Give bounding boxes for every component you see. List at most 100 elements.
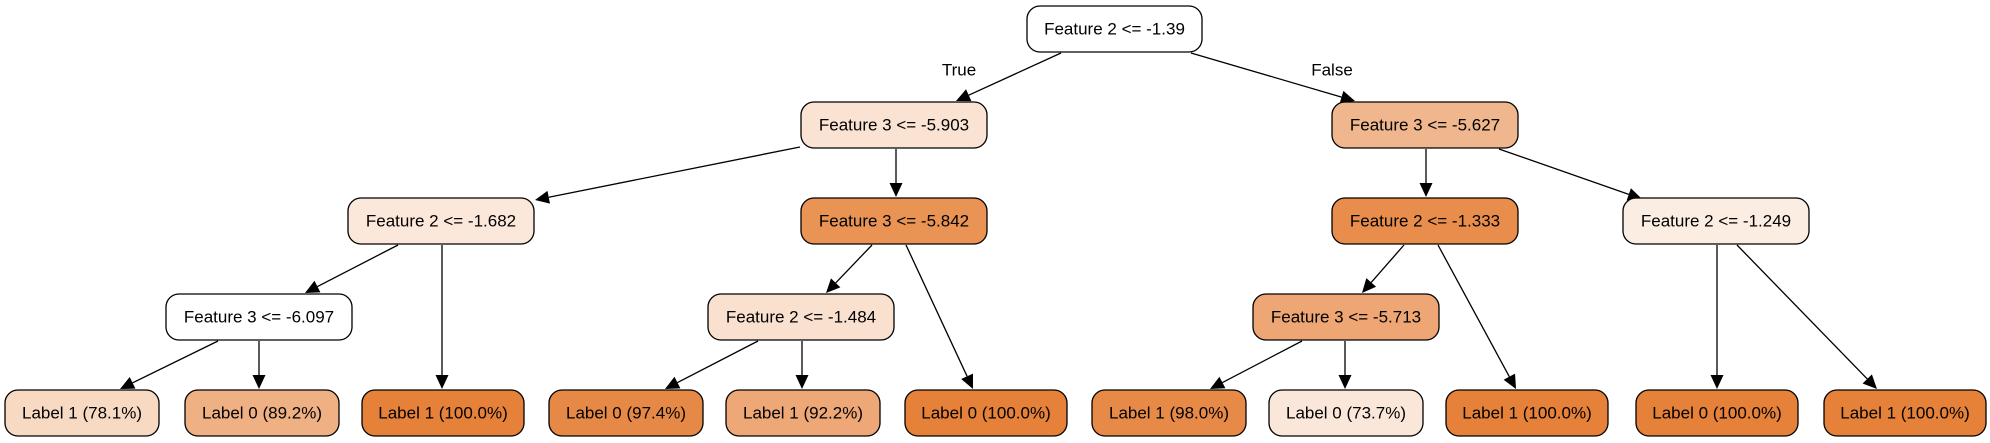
node-label: Feature 3 <= -5.903 bbox=[819, 115, 969, 134]
arrowhead-icon bbox=[665, 376, 681, 389]
node-label: Feature 2 <= -1.333 bbox=[1350, 211, 1500, 230]
split-node-n11: Feature 3 <= -5.713 bbox=[1252, 293, 1440, 341]
split-node-n1: Feature 3 <= -5.903 bbox=[800, 101, 988, 149]
edge-line bbox=[1222, 340, 1303, 384]
edge-line bbox=[1190, 52, 1342, 98]
arrowhead-icon bbox=[1339, 90, 1355, 104]
edge-n11-n20 bbox=[1338, 341, 1352, 389]
node-label: Feature 2 <= -1.39 bbox=[1044, 19, 1185, 38]
arrowhead-icon bbox=[826, 278, 841, 293]
arrowhead-icon bbox=[1710, 375, 1724, 389]
leaf-node-n14: Label 1 (100.0%) bbox=[1823, 389, 1987, 437]
leaf-node-n19: Label 1 (98.0%) bbox=[1091, 389, 1247, 437]
node-box bbox=[1026, 5, 1203, 53]
node-label: Feature 2 <= -1.682 bbox=[366, 211, 516, 230]
node-box bbox=[1622, 197, 1810, 245]
node-box bbox=[1823, 389, 1987, 437]
node-label: Label 1 (100.0%) bbox=[1462, 403, 1591, 422]
split-node-n9: Feature 2 <= -1.484 bbox=[707, 293, 895, 341]
edge-n5-n11 bbox=[1362, 244, 1405, 293]
node-label: Label 1 (100.0%) bbox=[1840, 403, 1969, 422]
edges-layer: True False bbox=[120, 52, 1877, 389]
node-box bbox=[800, 101, 988, 149]
edge-line bbox=[548, 146, 801, 198]
node-box bbox=[1635, 389, 1799, 437]
edge-line bbox=[1736, 244, 1868, 380]
edge-n6-n13 bbox=[1710, 245, 1724, 389]
edge-label-false: False bbox=[1311, 60, 1353, 79]
arrowhead-icon bbox=[1419, 183, 1433, 197]
node-label: Feature 3 <= -5.713 bbox=[1271, 307, 1421, 326]
node-box bbox=[800, 197, 988, 245]
arrowhead-icon bbox=[252, 375, 266, 389]
edge-n9-n17 bbox=[665, 340, 759, 389]
split-node-n4: Feature 3 <= -5.842 bbox=[800, 197, 988, 245]
edge-n0-n2: False bbox=[1190, 52, 1355, 104]
node-box bbox=[165, 293, 353, 341]
arrowhead-icon bbox=[535, 190, 551, 204]
node-box bbox=[548, 389, 704, 437]
split-node-n3: Feature 2 <= -1.682 bbox=[347, 197, 535, 245]
edge-n11-n19 bbox=[1210, 340, 1303, 389]
arrowhead-icon bbox=[305, 280, 321, 293]
node-label: Label 1 (78.1%) bbox=[22, 403, 142, 422]
leaf-node-n18: Label 1 (92.2%) bbox=[725, 389, 881, 437]
edge-n5-n12 bbox=[1437, 244, 1516, 389]
node-box bbox=[1331, 197, 1519, 245]
arrowhead-icon bbox=[961, 373, 973, 389]
arrowhead-icon bbox=[1210, 376, 1226, 389]
arrowhead-icon bbox=[1338, 375, 1352, 389]
edge-line bbox=[132, 340, 219, 384]
edge-line bbox=[835, 244, 873, 284]
node-label: Feature 2 <= -1.484 bbox=[726, 307, 876, 326]
node-box bbox=[4, 389, 160, 437]
leaf-node-n12: Label 1 (100.0%) bbox=[1445, 389, 1609, 437]
leaf-node-n20: Label 0 (73.7%) bbox=[1268, 389, 1424, 437]
arrowhead-icon bbox=[1503, 373, 1516, 389]
edge-line bbox=[1370, 244, 1405, 283]
arrowhead-icon bbox=[1362, 278, 1377, 293]
leaf-node-n13: Label 0 (100.0%) bbox=[1635, 389, 1799, 437]
leaf-node-n10: Label 0 (100.0%) bbox=[904, 389, 1068, 437]
split-node-n5: Feature 2 <= -1.333 bbox=[1331, 197, 1519, 245]
edge-n1-n4 bbox=[889, 149, 903, 197]
split-node-n0: Feature 2 <= -1.39 bbox=[1026, 5, 1203, 53]
leaf-node-n15: Label 1 (78.1%) bbox=[4, 389, 160, 437]
node-label: Label 0 (100.0%) bbox=[921, 403, 1050, 422]
edge-line bbox=[1437, 244, 1510, 377]
node-label: Label 1 (100.0%) bbox=[378, 403, 507, 422]
arrowhead-icon bbox=[1862, 374, 1877, 389]
edge-n9-n18 bbox=[795, 341, 809, 389]
edge-n3-n7 bbox=[305, 244, 399, 293]
edge-n4-n10 bbox=[905, 244, 973, 389]
node-box bbox=[1331, 101, 1519, 149]
split-node-n2: Feature 3 <= -5.627 bbox=[1331, 101, 1519, 149]
arrowhead-icon bbox=[435, 375, 449, 389]
node-label: Feature 2 <= -1.249 bbox=[1641, 211, 1791, 230]
node-box bbox=[1252, 293, 1440, 341]
edge-n2-n5 bbox=[1419, 149, 1433, 197]
node-label: Label 0 (97.4%) bbox=[566, 403, 686, 422]
edge-n1-n3 bbox=[535, 146, 801, 204]
edge-n7-n15 bbox=[120, 340, 219, 389]
edge-n0-n1: True bbox=[942, 52, 1062, 102]
edge-line bbox=[317, 244, 399, 288]
node-box bbox=[361, 389, 525, 437]
node-label: Label 1 (92.2%) bbox=[743, 403, 863, 422]
node-label: Label 0 (73.7%) bbox=[1286, 403, 1406, 422]
arrowhead-icon bbox=[120, 377, 136, 389]
node-label: Label 0 (89.2%) bbox=[202, 403, 322, 422]
node-label: Feature 3 <= -5.842 bbox=[819, 211, 969, 230]
edge-line bbox=[968, 52, 1062, 96]
arrowhead-icon bbox=[889, 183, 903, 197]
node-box bbox=[1268, 389, 1424, 437]
edge-line bbox=[677, 340, 759, 384]
node-box bbox=[184, 389, 340, 437]
node-box bbox=[1091, 389, 1247, 437]
split-node-n7: Feature 3 <= -6.097 bbox=[165, 293, 353, 341]
node-box bbox=[347, 197, 535, 245]
node-box bbox=[707, 293, 895, 341]
edge-n4-n9 bbox=[826, 244, 873, 293]
